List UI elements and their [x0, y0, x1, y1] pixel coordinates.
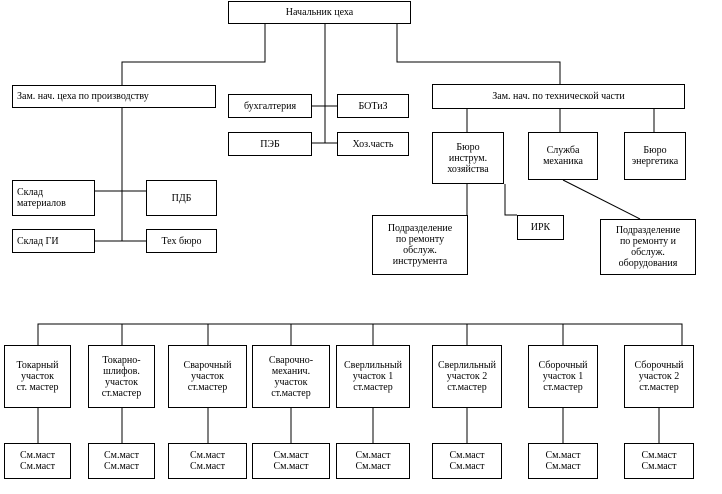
- box-deputy-production: Зам. нач. цеха по производству: [12, 85, 216, 108]
- box-accounting: бухгалтерия: [228, 94, 312, 118]
- box-deputy-technical: Зам. нач. по технической части: [432, 84, 685, 109]
- box-gi-warehouse: Склад ГИ: [12, 229, 95, 253]
- box-shift-welding-mechanical: См.маст См.маст: [252, 443, 330, 479]
- box-shift-turning-grinding: См.маст См.маст: [88, 443, 155, 479]
- box-household: Хоз.часть: [337, 132, 409, 156]
- box-section-assembly-2: Сборочный участок 2 ст.мастер: [624, 345, 694, 408]
- box-head: Начальник цеха: [228, 1, 411, 24]
- box-section-drilling-1: Сверлильный участок 1 ст.мастер: [336, 345, 410, 408]
- box-equipment-repair: Подразделение по ремонту и обслуж. обору…: [600, 219, 696, 275]
- box-botiz: БОТиЗ: [337, 94, 409, 118]
- box-energy-bureau: Бюро энергетика: [624, 132, 686, 180]
- box-tool-bureau: Бюро инструм. хозяйства: [432, 132, 504, 184]
- box-section-turning: Токарный участок ст. мастер: [4, 345, 71, 408]
- box-section-welding: Сварочный участок ст.мастер: [168, 345, 247, 408]
- box-shift-assembly-2: См.маст См.маст: [624, 443, 694, 479]
- box-shift-turning: См.маст См.маст: [4, 443, 71, 479]
- box-shift-welding: См.маст См.маст: [168, 443, 247, 479]
- box-shift-assembly-1: См.маст См.маст: [528, 443, 598, 479]
- box-irk: ИРК: [517, 215, 564, 240]
- box-section-welding-mechanical: Сварочно- механич. участок ст.мастер: [252, 345, 330, 408]
- box-materials-warehouse: Склад материалов: [12, 180, 95, 216]
- box-mechanic-service: Служба механика: [528, 132, 598, 180]
- box-peb: ПЭБ: [228, 132, 312, 156]
- box-shift-drilling-2: См.маст См.маст: [432, 443, 502, 479]
- box-section-assembly-1: Сборочный участок 1 ст.мастер: [528, 345, 598, 408]
- box-tool-repair: Подразделение по ремонту обслуж. инструм…: [372, 215, 468, 275]
- box-section-turning-grinding: Токарно- шлифов. участок ст.мастер: [88, 345, 155, 408]
- box-tech-bureau: Тех бюро: [146, 229, 217, 253]
- box-section-drilling-2: Сверлильный участок 2 ст.мастер: [432, 345, 502, 408]
- box-shift-drilling-1: См.маст См.маст: [336, 443, 410, 479]
- box-pdb: ПДБ: [146, 180, 217, 216]
